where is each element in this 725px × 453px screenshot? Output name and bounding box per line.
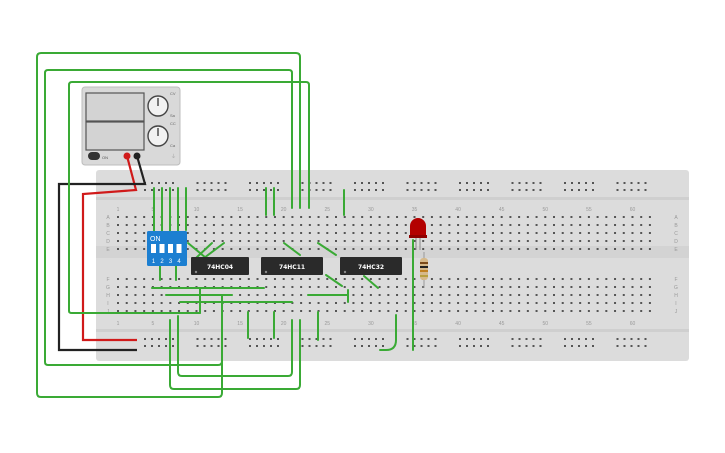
column-number-15-top: 15	[237, 207, 243, 213]
column-number-5-top: 5	[151, 207, 154, 213]
wire-lower-loop-b[interactable]	[169, 319, 301, 390]
wire-diag-2[interactable]	[203, 242, 225, 259]
dip-switch-number-3: 3	[169, 259, 173, 265]
row-letter-a-right: A	[674, 215, 678, 221]
row-letter-f-right: F	[674, 277, 677, 283]
voltage-display	[85, 92, 145, 122]
row-letter-h-left: H	[106, 293, 110, 299]
power-wires[interactable]	[57, 155, 147, 352]
wire-lower-loop-a[interactable]	[177, 315, 293, 377]
negative-wire[interactable]	[57, 155, 147, 352]
dip-toggle-2[interactable]	[159, 244, 165, 253]
current-knob-top-label: CC	[170, 121, 176, 126]
column-number-45-bottom: 45	[499, 321, 505, 327]
row-letter-i-right: I	[675, 301, 676, 307]
row-letter-b-right: B	[674, 223, 678, 229]
power-button[interactable]	[88, 152, 100, 160]
column-number-10-top: 10	[194, 207, 200, 213]
column-number-20-bottom: 20	[281, 321, 287, 327]
chip-74hc32-label: 74HC32	[358, 264, 384, 271]
column-number-35-bottom: 35	[412, 321, 418, 327]
column-number-1-bottom: 1	[117, 321, 120, 327]
power-supply[interactable]: CV Sa CC Ca ON ⏚	[81, 86, 181, 166]
column-number-10-bottom: 10	[194, 321, 200, 327]
column-number-40-bottom: 40	[455, 321, 461, 327]
chip-74hc11-label: 74HC11	[279, 264, 305, 271]
column-number-50-top: 50	[542, 207, 548, 213]
column-number-1-top: 1	[117, 207, 120, 213]
wire-diag-4[interactable]	[283, 242, 301, 256]
column-number-30-top: 30	[368, 207, 374, 213]
wire-diag-3[interactable]	[187, 242, 207, 259]
signal-wires[interactable]	[36, 52, 414, 398]
chip-74hc04-label: 74HC04	[207, 264, 233, 271]
column-number-55-bottom: 55	[586, 321, 592, 327]
dip-toggle-1[interactable]	[151, 244, 156, 253]
row-letter-h-right: H	[674, 293, 678, 299]
row-letter-a-left: A	[106, 215, 110, 221]
row-letter-i-left: I	[107, 301, 108, 307]
column-number-35-top: 35	[412, 207, 418, 213]
wire-diag-7[interactable]	[363, 275, 379, 289]
row-letter-j-right: J	[675, 309, 678, 315]
column-number-15-bottom: 15	[237, 321, 243, 327]
row-letter-c-right: C	[674, 231, 678, 237]
wire-outer-loop[interactable]	[36, 52, 301, 398]
column-number-55-top: 55	[586, 207, 592, 213]
dip-toggle-3[interactable]	[168, 244, 173, 253]
column-number-25-top: 25	[324, 207, 330, 213]
chip-74hc32[interactable]: 74HC32	[340, 257, 402, 275]
voltage-knob-bottom-label: Sa	[170, 113, 176, 118]
dip-switch-number-4: 4	[177, 259, 181, 265]
resistor[interactable]	[420, 252, 428, 288]
positive-wire[interactable]	[81, 155, 138, 342]
row-letter-d-right: D	[674, 239, 678, 245]
row-letter-d-left: D	[106, 239, 110, 245]
chip-74hc04[interactable]: 74HC04	[191, 257, 249, 275]
column-number-60-bottom: 60	[630, 321, 636, 327]
row-letter-g-right: G	[674, 285, 678, 291]
chip-74hc11[interactable]: 74HC11	[261, 257, 323, 275]
row-letter-f-left: F	[106, 277, 109, 283]
wire-output-hook[interactable]	[379, 314, 397, 351]
led[interactable]	[409, 218, 427, 250]
dip-switch-number-1: 1	[152, 259, 156, 265]
row-letter-c-left: C	[106, 231, 110, 237]
column-numbers: 1155101015152020252530303535404045455050…	[117, 207, 636, 327]
column-number-25-bottom: 25	[324, 321, 330, 327]
row-letter-e-left: E	[106, 247, 110, 253]
column-number-5-bottom: 5	[151, 321, 154, 327]
wire-diag-6[interactable]	[325, 274, 343, 287]
power-button-label: ON	[102, 155, 108, 160]
psu-corner-mark: ⏚	[171, 153, 176, 160]
voltage-knob-top-label: CV	[170, 91, 176, 96]
wire-third-loop[interactable]	[68, 81, 310, 314]
wire-diag-1[interactable]	[195, 242, 213, 259]
column-number-50-bottom: 50	[542, 321, 548, 327]
dip-switch-number-2: 2	[160, 259, 164, 265]
column-number-60-top: 60	[630, 207, 636, 213]
wire-diag-5[interactable]	[317, 242, 337, 256]
row-letter-b-left: B	[106, 223, 110, 229]
dip-switch-on-label: ON	[150, 236, 161, 243]
column-number-40-top: 40	[455, 207, 461, 213]
wire-second-loop[interactable]	[44, 69, 293, 366]
current-knob-bottom-label: Ca	[170, 143, 176, 148]
row-letter-e-right: E	[674, 247, 678, 253]
column-number-45-top: 45	[499, 207, 505, 213]
dip-toggle-4[interactable]	[176, 244, 182, 253]
current-display	[85, 121, 145, 151]
column-number-20-top: 20	[281, 207, 287, 213]
column-number-30-bottom: 30	[368, 321, 374, 327]
row-letter-g-left: G	[106, 285, 110, 291]
